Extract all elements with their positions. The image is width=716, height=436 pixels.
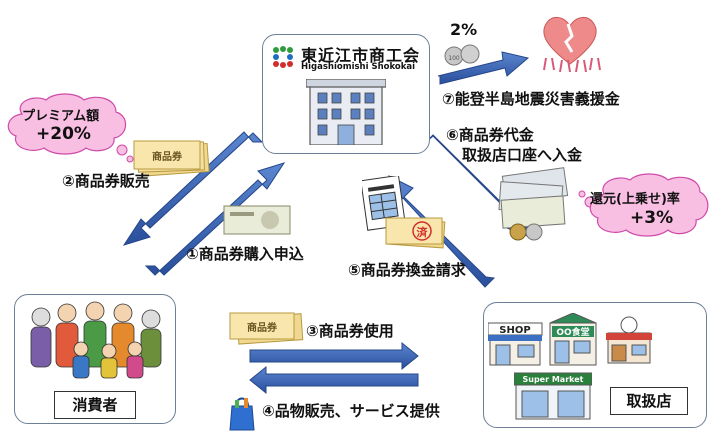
rebate-title: 還元(上乗せ)率 (590, 192, 680, 207)
arrow-redeem (388, 175, 496, 288)
supermarket-icon: Super Market (514, 372, 592, 420)
voucher-stack-icon: 商品券 (133, 140, 210, 177)
arrow-apply (144, 162, 286, 276)
coins-icon: 100 (444, 44, 480, 66)
heart-hands-icon (543, 17, 601, 73)
voucher-use-text: 商品券 (247, 321, 278, 334)
hub-name: 東近江市商工会 (301, 46, 421, 65)
stamp-text: 済 (417, 225, 429, 239)
hub-logo (270, 44, 296, 70)
rebate-bubble (578, 173, 709, 237)
consumers-label: 消費者 (54, 391, 136, 419)
shop-sign-text: SHOP (499, 325, 530, 336)
arrow-sale (122, 131, 264, 246)
shop-icon: SHOP (488, 322, 543, 366)
hub-name-en: Higashiomishi Shokokai (301, 62, 416, 72)
redeemed-voucher-icon: 済 (385, 217, 446, 249)
office-building-icon (306, 79, 386, 145)
arrow-donation (437, 51, 530, 85)
donation-rate: 2% (450, 20, 478, 39)
coin-text: 100 (448, 55, 460, 62)
hub-box: 東近江市商工会 Higashiomishi Shokokai (262, 34, 430, 154)
restaurant-icon: OO食堂 (549, 313, 597, 366)
flow-donation: ⑦能登半島地震災害義援金 (442, 90, 620, 108)
food-sign-text: OO食堂 (556, 326, 589, 338)
bakery-icon (606, 316, 652, 364)
voucher-text: 商品券 (152, 150, 183, 163)
cash-stack-icon (498, 167, 569, 241)
flow-payment-line2: 取扱店口座へ入金 (462, 146, 583, 164)
shopping-bag-icon (229, 397, 255, 431)
hub-logo-icon (273, 46, 293, 68)
consumers-box: 消費者 (14, 294, 176, 424)
flow-provide: ④品物販売、サービス提供 (262, 402, 440, 420)
arrow-provide (249, 365, 419, 395)
market-sign-text: Super Market (523, 375, 584, 384)
flow-apply: ①商品券購入申込 (186, 245, 304, 263)
premium-title: プレミアム額 (22, 109, 100, 124)
premium-value: +20% (36, 124, 91, 144)
flow-redeem: ⑤商品券換金請求 (348, 261, 466, 279)
premium-bubble (7, 93, 134, 163)
shops-label: 取扱店 (610, 387, 688, 415)
flow-use: ③商品券使用 (306, 322, 394, 340)
rebate-value: +3% (630, 208, 674, 228)
family-icon (30, 301, 162, 379)
flow-payment-line1: ⑥商品券代金 (446, 126, 534, 144)
invoice-icon (362, 176, 406, 231)
banknote-icon (223, 205, 291, 235)
shops-box: SHOP OO食堂 Super Market 取扱店 (483, 302, 707, 428)
vouchers-use-icon: 商品券 (229, 312, 304, 345)
flow-sale: ②商品券販売 (62, 172, 150, 190)
arrow-use (249, 341, 419, 371)
